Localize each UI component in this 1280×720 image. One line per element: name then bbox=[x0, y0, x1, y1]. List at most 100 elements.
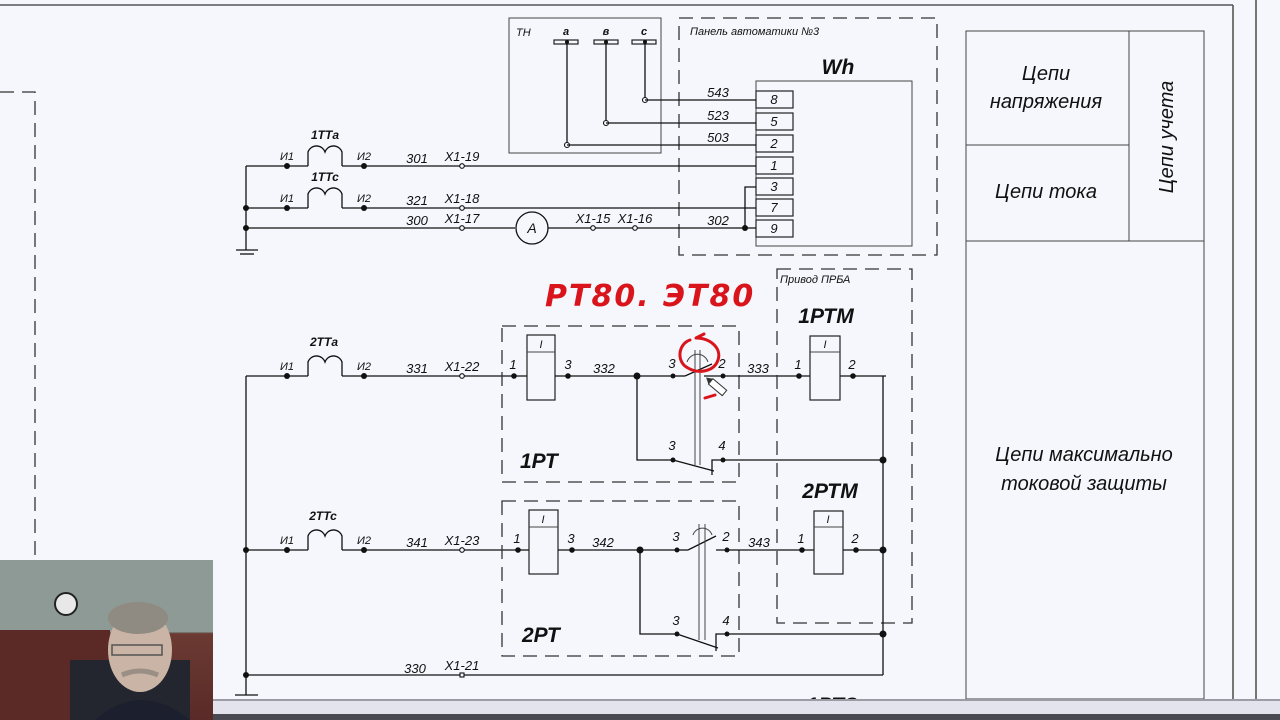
pin-label: 1 bbox=[509, 357, 516, 372]
ct-pin-label: И1 bbox=[280, 151, 294, 163]
vt-label: ТН bbox=[516, 27, 531, 39]
legend-metering: Цепи учета bbox=[1156, 81, 1178, 194]
relay-2pt-coil bbox=[528, 509, 559, 575]
vt-phase-a: а bbox=[563, 26, 569, 38]
legend-voltage-line1: Цепи bbox=[1022, 63, 1070, 85]
ct-pin-label: И1 bbox=[280, 361, 294, 373]
wire-label-543: 543 bbox=[707, 85, 729, 100]
relay-2ptm-label: 2РТМ bbox=[801, 480, 858, 503]
legend-voltage-line2: напряжения bbox=[990, 91, 1103, 113]
left-panel-outline bbox=[0, 91, 36, 560]
panel-title: Панель автоматики №3 bbox=[690, 26, 820, 38]
legend-overcurrent-line1: Цепи максимально bbox=[995, 444, 1173, 466]
pin-label: 3 bbox=[564, 357, 572, 372]
relay-1pt-label: 1РТ bbox=[520, 450, 560, 473]
pin-label: 1 bbox=[794, 357, 801, 372]
ammeter-label: A bbox=[526, 220, 536, 236]
terminal-x1-23: X1-23 bbox=[444, 533, 480, 548]
metering-current-circuit: 1ТТа И1 И2 301 X1-19 1ТТс И1 И2 321 X1-1… bbox=[236, 128, 756, 255]
legend-table: Цепи напряжения Цепи тока Цепи учета Цеп… bbox=[965, 30, 1205, 700]
prba-drive-label: Привод ПРБА bbox=[780, 274, 850, 286]
meter-terminal-label: 9 bbox=[770, 221, 777, 236]
terminal-x1-15: X1-15 bbox=[575, 211, 611, 226]
pin-label: 2 bbox=[721, 529, 730, 544]
wire-label-302: 302 bbox=[707, 213, 729, 228]
ct-pin-label: И1 bbox=[280, 535, 294, 547]
meter-terminal-label: 7 bbox=[770, 200, 778, 215]
meter-terminal-label: 8 bbox=[770, 92, 778, 107]
pin-label: 4 bbox=[718, 438, 725, 453]
protection-circuit: 2ТТа И1 И2 331 X1-22 1РТ I 1 3 332 3 2 3… bbox=[235, 268, 913, 717]
pin-label: 3 bbox=[668, 356, 676, 371]
ct-pin-label: И2 bbox=[357, 535, 371, 547]
terminal-x1-19: X1-19 bbox=[444, 149, 480, 164]
terminal-x1-22: X1-22 bbox=[444, 359, 480, 374]
prba-drive-group bbox=[776, 268, 913, 624]
pin-label: 1 bbox=[513, 531, 520, 546]
relay-2pt-label: 2РТ bbox=[521, 624, 562, 647]
legend-overcurrent-line2: токовой защиты bbox=[1001, 473, 1167, 495]
handwritten-annotation: РТ80. ЭТ80 bbox=[545, 279, 755, 400]
wire-label-332: 332 bbox=[593, 361, 615, 376]
wire-label-343: 343 bbox=[748, 535, 770, 550]
relay-1ptm-coil bbox=[809, 335, 841, 401]
ct-pin-label: И2 bbox=[357, 193, 371, 205]
wire-label-333: 333 bbox=[747, 361, 769, 376]
relay-1pt-coil bbox=[526, 334, 556, 401]
meter-terminal-label: 5 bbox=[770, 114, 778, 129]
wire-label-321: 321 bbox=[406, 193, 428, 208]
terminal-x1-18: X1-18 bbox=[444, 191, 480, 206]
ct-pin-label: И2 bbox=[357, 151, 371, 163]
terminal-x1-17: X1-17 bbox=[444, 211, 480, 226]
meter-label: Wh bbox=[822, 56, 855, 79]
relay-1pt-group bbox=[501, 325, 740, 483]
pin-label: 3 bbox=[672, 529, 680, 544]
ct-1ttc-label: 1ТТс bbox=[311, 170, 339, 184]
pin-label: 3 bbox=[567, 531, 575, 546]
meter-terminal-label: 3 bbox=[770, 179, 778, 194]
wire-label-523: 523 bbox=[707, 108, 729, 123]
wire-label-341: 341 bbox=[406, 535, 428, 550]
pin-label: 3 bbox=[672, 613, 680, 628]
coil-symbol: I bbox=[539, 339, 542, 351]
window-bottom-edge bbox=[0, 714, 1280, 720]
pin-label: 2 bbox=[850, 531, 859, 546]
ct-1tta-label: 1ТТа bbox=[311, 128, 339, 142]
meter-terminal-5 bbox=[755, 112, 794, 131]
terminal-x1-16: X1-16 bbox=[617, 211, 653, 226]
relay-1ptm-label: 1РТМ bbox=[798, 305, 854, 328]
pin-label: 1 bbox=[797, 531, 804, 546]
legend-current: Цепи тока bbox=[995, 181, 1097, 203]
pin-label: 3 bbox=[668, 438, 676, 453]
wire-label-301: 301 bbox=[406, 151, 428, 166]
relay-2pt-group bbox=[501, 500, 740, 657]
meter-terminal-2 bbox=[755, 134, 794, 153]
scrollbar-track[interactable] bbox=[0, 699, 1280, 715]
pin-label: 2 bbox=[717, 356, 726, 371]
pin-label: 2 bbox=[847, 357, 856, 372]
ct-2tta-label: 2ТТа bbox=[309, 335, 338, 349]
ct-pin-label: И1 bbox=[280, 193, 294, 205]
presenter-webcam bbox=[0, 560, 213, 720]
coil-symbol: I bbox=[541, 514, 544, 526]
meter-terminal-label: 1 bbox=[770, 158, 777, 173]
ct-2ttc-label: 2ТТс bbox=[308, 509, 337, 523]
vt-phase-b: в bbox=[603, 26, 610, 38]
coil-symbol: I bbox=[823, 339, 826, 351]
terminal-x1-21: X1-21 bbox=[444, 658, 480, 673]
vt-phase-c: с bbox=[641, 26, 647, 38]
wall-clock-icon bbox=[54, 592, 78, 616]
pin-label: 4 bbox=[722, 613, 729, 628]
wire-label-330: 330 bbox=[404, 661, 426, 676]
handwritten-note: РТ80. ЭТ80 bbox=[545, 279, 755, 314]
wire-label-342: 342 bbox=[592, 535, 614, 550]
wire-label-331: 331 bbox=[406, 361, 428, 376]
pencil-cursor-icon bbox=[706, 377, 728, 397]
coil-symbol: I bbox=[826, 514, 829, 526]
voltage-transformer: ТН а в с bbox=[508, 17, 662, 154]
webcam-feed bbox=[0, 560, 213, 720]
wire-label-300: 300 bbox=[406, 213, 428, 228]
